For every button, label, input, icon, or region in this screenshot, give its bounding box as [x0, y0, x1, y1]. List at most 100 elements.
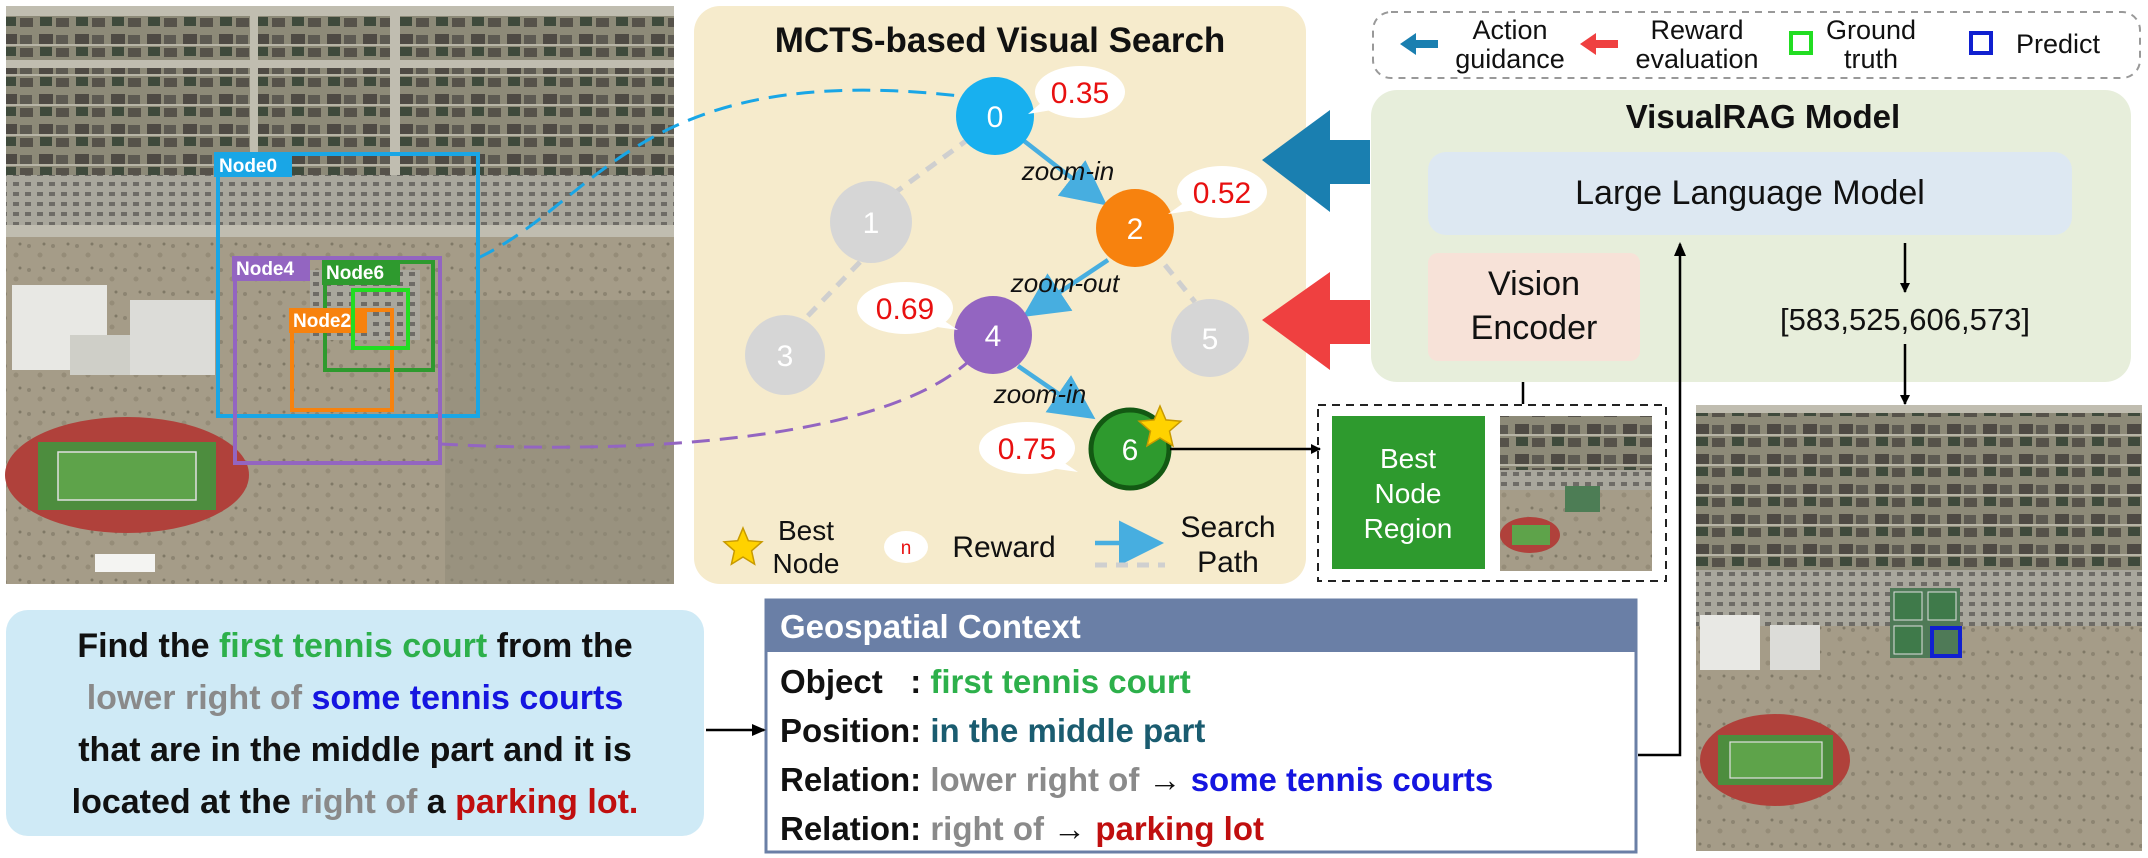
svg-text:0.52: 0.52	[1193, 177, 1251, 210]
action-guidance-arrow-icon	[1400, 33, 1438, 55]
svg-text:Best: Best	[1380, 443, 1436, 474]
legend-star-icon	[722, 526, 764, 566]
query-segment: first tennis court	[218, 627, 488, 665]
model-output: [583,525,606,573]	[1780, 302, 2030, 337]
tree-node-5: 5	[1171, 299, 1249, 377]
reward-evaluation-arrow-icon	[1580, 33, 1618, 55]
llm-label: Large Language Model	[1575, 174, 1925, 212]
query-segment: located at the	[71, 783, 301, 821]
svg-text:Best: Best	[778, 515, 834, 546]
svg-text:Path: Path	[1197, 546, 1259, 579]
mcts-legend: Best Node n Reward Search Path	[722, 511, 1276, 579]
node0-label: Node0	[219, 156, 277, 177]
context-title: Geospatial Context	[780, 608, 1081, 645]
query-line: located at the right of a parking lot.	[6, 776, 704, 828]
node6-label: Node6	[326, 263, 384, 284]
svg-text:Node: Node	[1375, 478, 1442, 509]
context-segment: Relation:	[780, 810, 930, 847]
context-segment: first tennis court	[930, 663, 1190, 700]
svg-text:0: 0	[987, 101, 1004, 134]
query-segment: parking lot.	[455, 783, 639, 821]
node6-label-bg	[322, 260, 400, 285]
reward-bubble-0: 0.35	[1028, 66, 1125, 118]
svg-text:1: 1	[863, 207, 880, 240]
svg-text:Vision: Vision	[1488, 265, 1580, 303]
query-segment: some tennis courts	[311, 679, 624, 717]
svg-text:6: 6	[1122, 434, 1139, 467]
svg-text:5: 5	[1202, 323, 1219, 356]
query-segment: a	[417, 783, 456, 821]
query-line: that are in the middle part and it is	[6, 724, 704, 776]
top-legend: Action guidance Reward evaluation Ground…	[1372, 11, 2141, 79]
query-box: Find the first tennis court from the low…	[6, 610, 704, 836]
tree-node-4: 4	[954, 296, 1032, 374]
ground-truth-box	[351, 288, 410, 350]
query-segment: from the	[487, 627, 633, 665]
tree-node-2: 2	[1096, 189, 1174, 267]
svg-text:Encoder: Encoder	[1471, 309, 1598, 347]
best-node-star-icon	[1137, 404, 1183, 448]
ground-truth-box-icon	[1789, 31, 1813, 55]
reward-evaluation-arrow	[1262, 272, 1370, 370]
action-label-1: zoom-out	[1010, 268, 1121, 298]
node0-label-bg	[214, 152, 292, 177]
best-region-frame	[1317, 404, 1667, 582]
node2-label: Node2	[293, 311, 351, 332]
context-segment: in the middle part	[930, 712, 1205, 749]
context-segment: some tennis courts	[1191, 761, 1494, 798]
svg-text:Reward: Reward	[1650, 15, 1743, 45]
svg-text:2: 2	[1127, 213, 1144, 246]
svg-text:4: 4	[985, 320, 1002, 353]
action-label-0: zoom-in	[1021, 156, 1114, 186]
node-boxes: Node0 Node4 Node6 Node2	[214, 152, 480, 465]
svg-text:0.35: 0.35	[1051, 77, 1109, 110]
svg-text:Predict: Predict	[2016, 29, 2101, 59]
context-segment: Relation:	[780, 761, 930, 798]
svg-text:0.69: 0.69	[876, 293, 934, 326]
svg-text:Action: Action	[1472, 15, 1547, 45]
query-segment: right of	[300, 783, 418, 821]
query-segment: Find the	[77, 627, 219, 665]
context-header	[766, 600, 1636, 652]
search-path-arrows	[1016, 135, 1110, 420]
svg-text:guidance: guidance	[1455, 44, 1565, 74]
node4-label: Node4	[236, 259, 295, 280]
query-segment: that are in the middle part and it is	[78, 731, 632, 769]
action-label-2: zoom-in	[993, 379, 1086, 409]
legend-reward-bubble-icon	[884, 531, 928, 563]
node0-box	[216, 152, 480, 418]
context-segment: Position:	[780, 712, 930, 749]
predict-box-icon	[1969, 31, 1993, 55]
link-node4	[439, 360, 969, 449]
query-line: Find the first tennis court from the	[6, 620, 704, 672]
reward-bubble-4: 0.69	[857, 282, 958, 334]
context-segment: Object :	[780, 663, 930, 700]
svg-text:Reward: Reward	[952, 531, 1055, 564]
svg-text:3: 3	[777, 340, 794, 373]
svg-text:n: n	[901, 538, 912, 559]
tree-node-3: 3	[745, 315, 825, 395]
prediction-image	[1696, 405, 2142, 851]
svg-text:Search: Search	[1180, 511, 1275, 544]
context-segment: right of	[930, 810, 1053, 847]
mcts-title: MCTS-based Visual Search	[775, 21, 1226, 60]
link-node0	[477, 88, 961, 260]
node4-label-bg	[232, 256, 310, 281]
model-title: VisualRAG Model	[1626, 98, 1900, 135]
query-segment: lower right of	[86, 679, 312, 717]
reward-bubble-6: 0.75	[979, 422, 1078, 474]
node4-box	[233, 256, 442, 465]
tree-node-0: 0	[956, 77, 1034, 155]
tree-node-1: 1	[830, 181, 912, 263]
best-region-label-box	[1332, 416, 1485, 569]
svg-text:0.75: 0.75	[998, 433, 1056, 466]
action-guidance-arrow	[1262, 110, 1370, 212]
context-segment: →	[1053, 810, 1095, 847]
query-line: lower right of some tennis courts	[6, 672, 704, 724]
svg-text:truth: truth	[1844, 44, 1898, 74]
context-segment: →	[1149, 761, 1191, 798]
svg-text:Ground: Ground	[1826, 15, 1916, 45]
vision-encoder-box	[1428, 253, 1640, 361]
